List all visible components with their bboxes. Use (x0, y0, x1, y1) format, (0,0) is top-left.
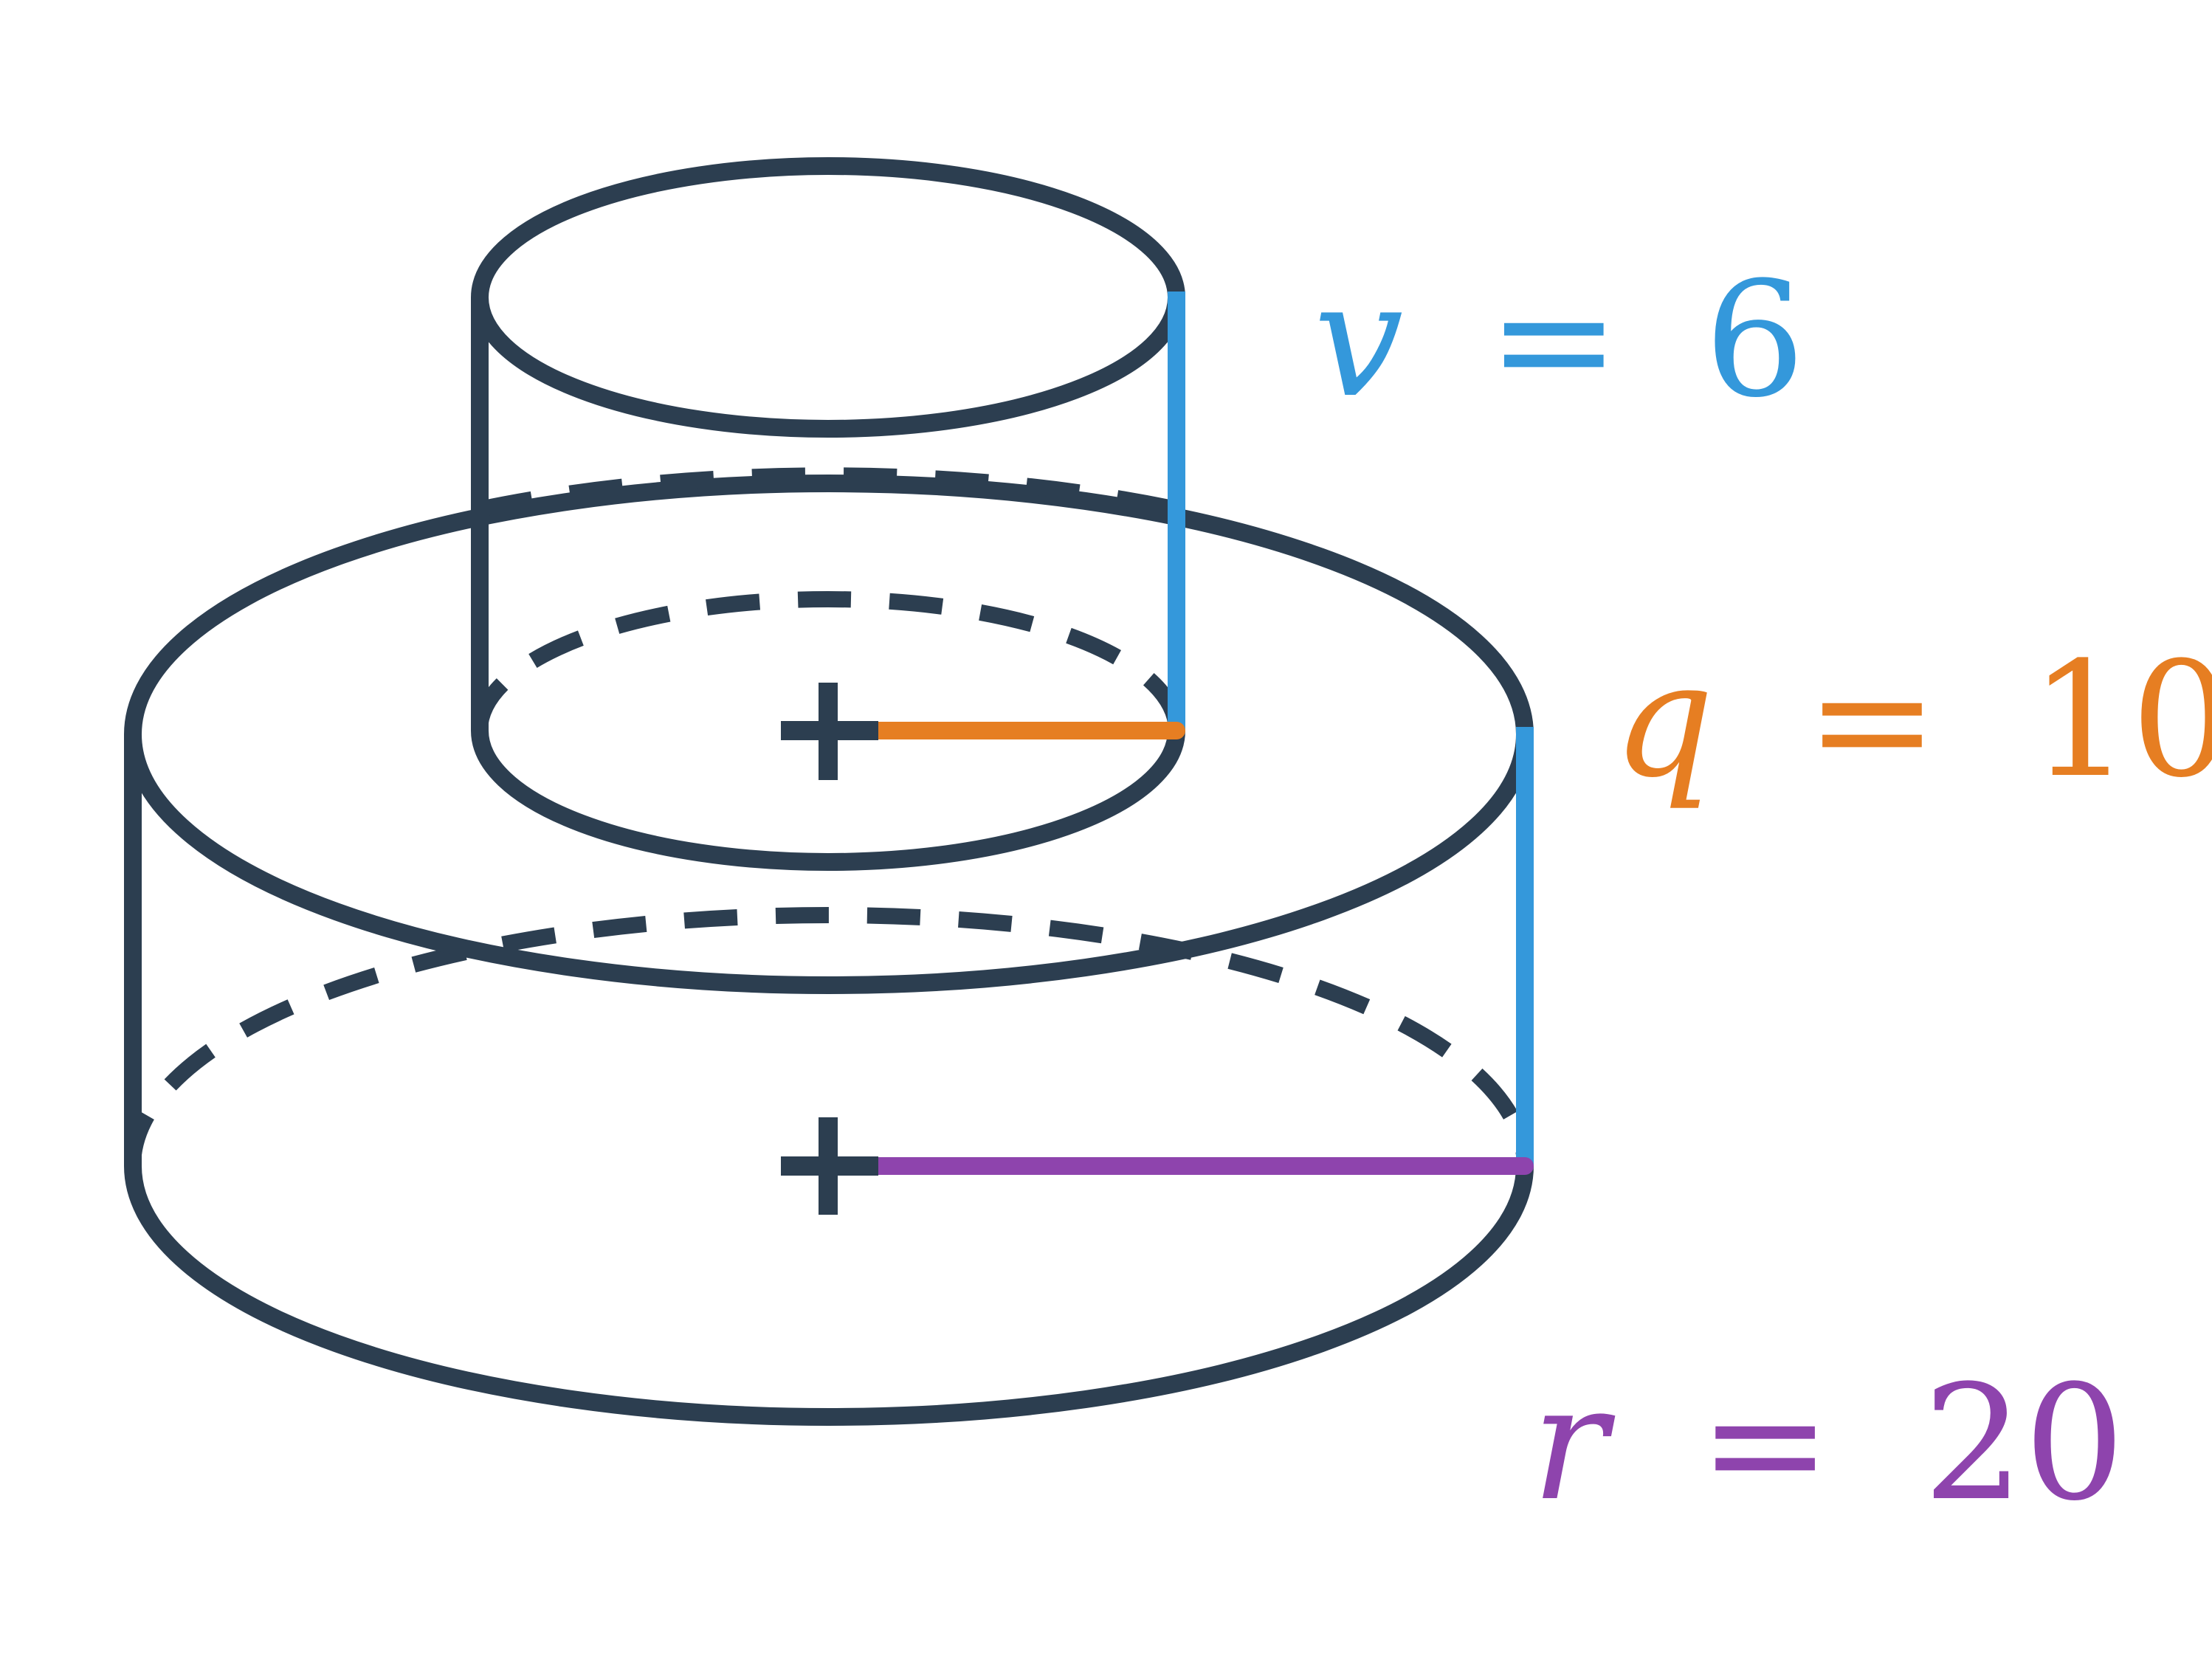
large-radius-variable: r (1531, 1351, 1616, 1536)
large-radius-label: r = 20 (1531, 1351, 2125, 1536)
large-radius-equals: = (1699, 1351, 1832, 1536)
large-radius-value: 20 (1923, 1351, 2125, 1536)
small-cylinder-bottom-base-front (471, 730, 1185, 871)
small-radius-variable: q (1613, 627, 1715, 813)
small-cylinder-top-ellipse (471, 157, 1185, 438)
small-radius-value: 10 (2030, 627, 2212, 813)
small-radius-label: q = 10 (1613, 627, 2212, 813)
large-cylinder-bottom-base-back (125, 907, 1533, 1167)
large-cylinder-top-hidden-arc (478, 467, 1179, 517)
height-equals: = (1487, 247, 1620, 432)
large-cylinder-bottom-base-front (124, 1165, 1534, 1426)
large-cylinder-center-marker (781, 1117, 878, 1215)
small-cylinder-bottom-base-back (472, 591, 1185, 731)
height-variable: v (1314, 247, 1403, 432)
height-value: 6 (1704, 247, 1805, 432)
small-cylinder-center-marker (781, 683, 878, 780)
small-radius-equals: = (1805, 627, 1938, 813)
height-label: v = 6 (1314, 247, 1805, 432)
